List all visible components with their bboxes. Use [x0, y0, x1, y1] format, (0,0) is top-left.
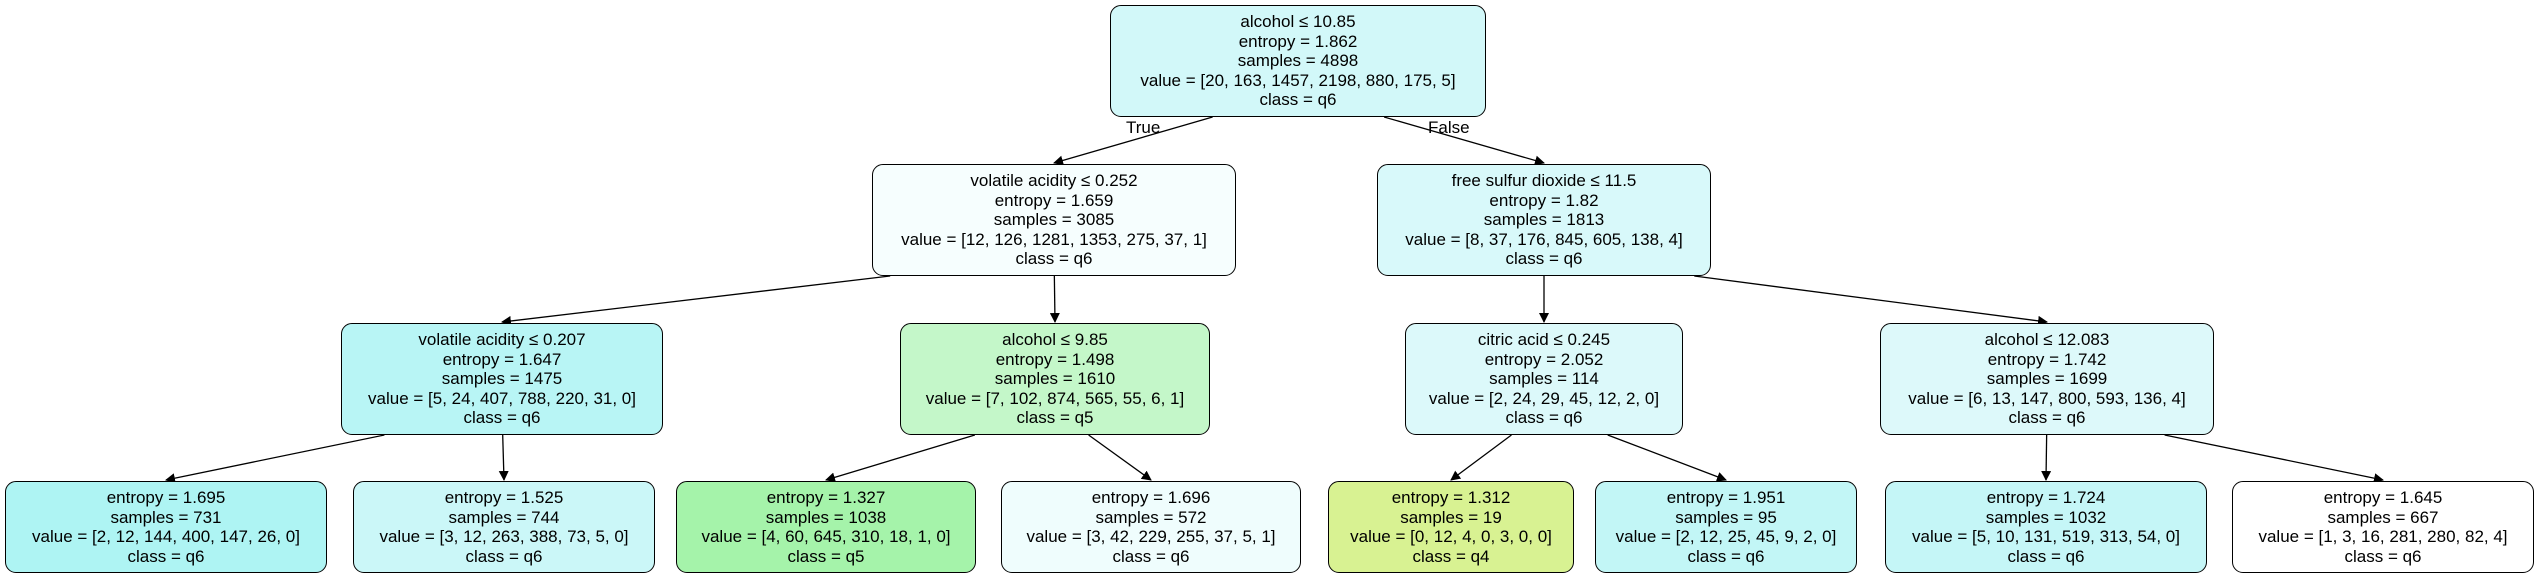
- tree-leaf-14: entropy = 1.645 samples = 667 value = [1…: [2232, 481, 2534, 573]
- node-value: value = [1, 3, 16, 281, 280, 82, 4]: [2258, 527, 2508, 546]
- node-value: value = [5, 24, 407, 788, 220, 31, 0]: [368, 388, 636, 408]
- tree-leaf-11: entropy = 1.312 samples = 19 value = [0,…: [1328, 481, 1574, 573]
- node-samples: samples = 572: [1095, 507, 1207, 527]
- node-entropy: entropy = 1.862: [1238, 31, 1358, 51]
- edge-n3-n7: [165, 434, 385, 484]
- node-class: class = q6: [1687, 546, 1765, 566]
- node-class: class = q6: [1015, 249, 1093, 269]
- node-entropy: entropy = 1.525: [444, 488, 564, 507]
- tree-leaf-10: entropy = 1.696 samples = 572 value = [3…: [1001, 481, 1301, 573]
- edge-n5-n11: [1450, 434, 1512, 481]
- edge-n5-n12: [1607, 434, 1727, 482]
- node-value: value = [0, 12, 4, 0, 3, 0, 0]: [1350, 527, 1552, 546]
- node-entropy: entropy = 1.742: [1987, 349, 2107, 369]
- node-class: class = q6: [1505, 249, 1583, 269]
- edge-n0-n1: [1053, 116, 1213, 166]
- node-class: class = q6: [463, 408, 541, 428]
- tree-leaf-9: entropy = 1.327 samples = 1038 value = […: [676, 481, 976, 573]
- tree-leaf-8: entropy = 1.525 samples = 744 value = [3…: [353, 481, 655, 573]
- node-entropy: entropy = 1.498: [995, 349, 1115, 369]
- tree-leaf-7: entropy = 1.695 samples = 731 value = [2…: [5, 481, 327, 573]
- node-value: value = [7, 102, 874, 565, 55, 6, 1]: [925, 388, 1185, 408]
- node-class: class = q6: [1259, 90, 1337, 110]
- node-value: value = [2, 12, 144, 400, 147, 26, 0]: [32, 527, 300, 546]
- node-split-label: alcohol ≤ 9.85: [1002, 330, 1108, 350]
- node-entropy: entropy = 1.724: [1986, 488, 2106, 507]
- node-entropy: entropy = 1.659: [994, 190, 1114, 210]
- tree-node-4: alcohol ≤ 9.85 entropy = 1.498 samples =…: [900, 323, 1210, 435]
- node-class: class = q6: [1112, 546, 1190, 566]
- edge-n1-n3: [501, 275, 891, 326]
- node-samples: samples = 1699: [1986, 369, 2108, 389]
- edge-n4-n9: [825, 434, 976, 483]
- node-entropy: entropy = 1.696: [1091, 488, 1211, 507]
- tree-leaf-13: entropy = 1.724 samples = 1032 value = […: [1885, 481, 2207, 573]
- node-samples: samples = 4898: [1237, 51, 1359, 71]
- node-split-label: free sulfur dioxide ≤ 11.5: [1451, 171, 1637, 191]
- tree-node-root: alcohol ≤ 10.85 entropy = 1.862 samples …: [1110, 5, 1486, 117]
- edge-n0-n2: [1383, 116, 1545, 166]
- node-entropy: entropy = 2.052: [1484, 349, 1604, 369]
- edge-n3-n8: [498, 434, 509, 481]
- node-entropy: entropy = 1.647: [442, 349, 562, 369]
- node-entropy: entropy = 1.695: [106, 488, 226, 507]
- node-value: value = [8, 37, 176, 845, 605, 138, 4]: [1405, 229, 1683, 249]
- edge-label-true: True: [1126, 118, 1161, 137]
- edge-n6-n13: [2041, 434, 2052, 481]
- node-samples: samples = 1032: [1985, 507, 2107, 527]
- node-class: class = q5: [787, 546, 865, 566]
- tree-node-5: citric acid ≤ 0.245 entropy = 2.052 samp…: [1405, 323, 1683, 435]
- node-split-label: citric acid ≤ 0.245: [1477, 330, 1611, 350]
- node-entropy: entropy = 1.645: [2323, 488, 2443, 507]
- tree-leaf-12: entropy = 1.951 samples = 95 value = [2,…: [1595, 481, 1857, 573]
- tree-node-1: volatile acidity ≤ 0.252 entropy = 1.659…: [872, 164, 1236, 276]
- node-value: value = [2, 24, 29, 45, 12, 2, 0]: [1428, 388, 1660, 408]
- node-split-label: volatile acidity ≤ 0.252: [970, 171, 1138, 191]
- node-value: value = [6, 13, 147, 800, 593, 136, 4]: [1908, 388, 2186, 408]
- node-value: value = [12, 126, 1281, 1353, 275, 37, 1…: [901, 229, 1207, 249]
- node-value: value = [5, 10, 131, 519, 313, 54, 0]: [1912, 527, 2180, 546]
- node-samples: samples = 1813: [1483, 210, 1605, 230]
- node-samples: samples = 19: [1400, 507, 1502, 527]
- tree-node-6: alcohol ≤ 12.083 entropy = 1.742 samples…: [1880, 323, 2214, 435]
- node-split-label: alcohol ≤ 10.85: [1240, 12, 1356, 32]
- edge-n2-n6: [1694, 275, 2048, 326]
- node-samples: samples = 667: [2327, 507, 2439, 527]
- node-samples: samples = 114: [1489, 369, 1599, 389]
- tree-node-3: volatile acidity ≤ 0.207 entropy = 1.647…: [341, 323, 663, 435]
- node-samples: samples = 3085: [993, 210, 1115, 230]
- node-value: value = [2, 12, 25, 45, 9, 2, 0]: [1615, 527, 1837, 546]
- node-samples: samples = 1475: [441, 369, 563, 389]
- node-samples: samples = 744: [448, 507, 560, 527]
- node-class: class = q6: [2007, 546, 2085, 566]
- edge-n4-n10: [1088, 434, 1152, 481]
- node-class: class = q6: [1505, 408, 1583, 428]
- node-split-label: volatile acidity ≤ 0.207: [418, 330, 586, 350]
- node-class: class = q5: [1016, 408, 1094, 428]
- edge-label-false: False: [1428, 118, 1470, 137]
- node-class: class = q6: [2344, 546, 2422, 566]
- edge-n6-n14: [2164, 434, 2384, 484]
- node-samples: samples = 731: [110, 507, 222, 527]
- node-entropy: entropy = 1.312: [1391, 488, 1511, 507]
- node-class: class = q6: [127, 546, 205, 566]
- edge-n1-n4: [1049, 275, 1060, 323]
- node-value: value = [3, 42, 229, 255, 37, 5, 1]: [1026, 527, 1276, 546]
- node-samples: samples = 95: [1675, 507, 1777, 527]
- node-class: class = q6: [465, 546, 543, 566]
- node-class: class = q6: [2008, 408, 2086, 428]
- node-value: value = [4, 60, 645, 310, 18, 1, 0]: [701, 527, 951, 546]
- node-samples: samples = 1610: [994, 369, 1116, 389]
- node-samples: samples = 1038: [765, 507, 887, 527]
- node-value: value = [20, 163, 1457, 2198, 880, 175, …: [1140, 70, 1456, 90]
- node-entropy: entropy = 1.82: [1489, 190, 1599, 210]
- node-value: value = [3, 12, 263, 388, 73, 5, 0]: [379, 527, 629, 546]
- node-entropy: entropy = 1.951: [1666, 488, 1786, 507]
- node-entropy: entropy = 1.327: [766, 488, 886, 507]
- node-class: class = q4: [1412, 546, 1490, 566]
- tree-node-2: free sulfur dioxide ≤ 11.5 entropy = 1.8…: [1377, 164, 1711, 276]
- node-split-label: alcohol ≤ 12.083: [1984, 330, 2110, 350]
